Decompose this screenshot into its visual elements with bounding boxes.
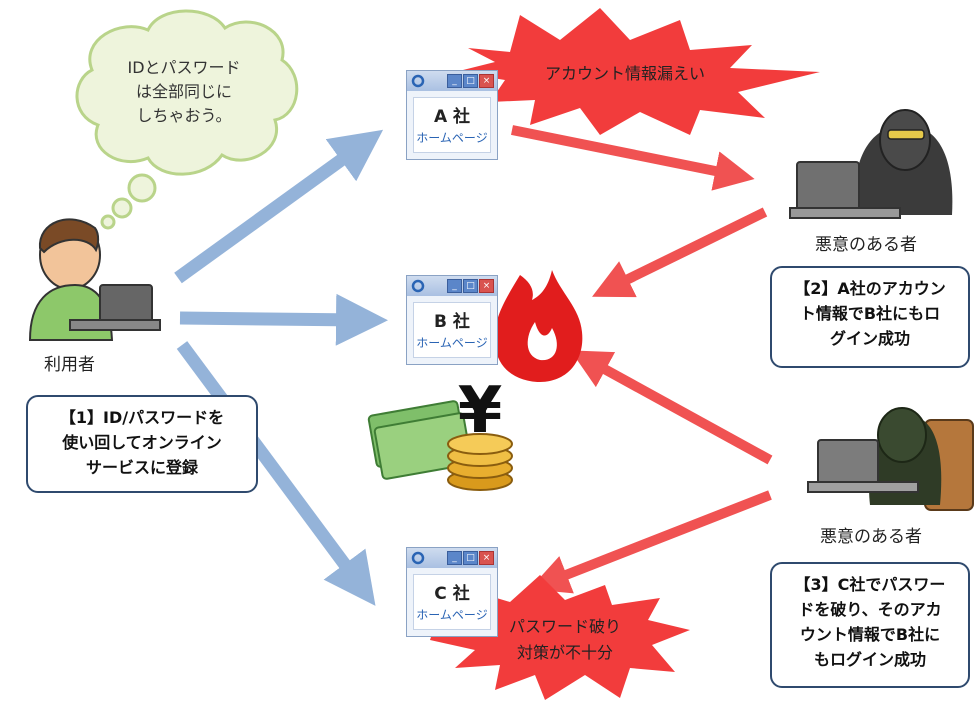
user-laptop-icon bbox=[28, 218, 161, 341]
window-body: B 社 ホームページ bbox=[413, 302, 491, 358]
step1-line-3: サービスに登録 bbox=[85, 458, 198, 477]
explosion-burst-icon bbox=[455, 8, 820, 135]
minimize-icon: _ bbox=[447, 279, 462, 293]
red-arrows bbox=[511, 125, 773, 594]
close-icon: × bbox=[479, 74, 494, 88]
step1-line-2: 使い回してオンライン bbox=[62, 433, 222, 452]
company-b-homepage: ホームページ bbox=[416, 336, 488, 350]
window-body: C 社 ホームページ bbox=[413, 574, 491, 630]
company-a-homepage: ホームページ bbox=[416, 131, 488, 145]
crack-line-2: 対策が不十分 bbox=[516, 643, 613, 662]
title-bar: _ □ × bbox=[407, 71, 497, 91]
company-a-name: A 社 bbox=[433, 107, 471, 127]
minimize-icon: _ bbox=[447, 74, 462, 88]
close-icon: × bbox=[479, 279, 494, 293]
hooded-hacker-icon bbox=[807, 407, 974, 511]
maximize-icon: □ bbox=[463, 279, 478, 293]
company-b-name: B 社 bbox=[434, 312, 470, 332]
step3-line-4: もログイン成功 bbox=[813, 650, 926, 669]
attacker1-label: 悪意のある者 bbox=[815, 235, 917, 255]
crack-line-1: パスワード破り bbox=[508, 617, 621, 636]
maximize-icon: □ bbox=[463, 74, 478, 88]
attacker2-label: 悪意のある者 bbox=[820, 527, 922, 547]
company-a-window[interactable]: _ □ × A 社 ホームページ bbox=[406, 70, 498, 160]
blue-arrows bbox=[174, 129, 388, 606]
company-b-window[interactable]: _ □ × B 社 ホームページ bbox=[406, 275, 498, 365]
step2-line-2: ト情報でB社にもロ bbox=[799, 304, 941, 323]
thought-bubble-text: IDとパスワード は全部同じに しちゃおう。 bbox=[88, 56, 280, 128]
fire-icon bbox=[494, 270, 583, 382]
step2-callout: 【2】A社のアカウン ト情報でB社にもロ グイン成功 bbox=[770, 266, 970, 368]
user-label: 利用者 bbox=[44, 355, 95, 375]
maximize-icon: □ bbox=[463, 551, 478, 565]
step3-line-1: 【3】C社でパスワー bbox=[794, 575, 946, 594]
step2-line-1: 【2】A社のアカウン bbox=[794, 279, 946, 298]
svg-text:¥: ¥ bbox=[458, 374, 503, 448]
step1-callout: 【1】ID/パスワードを 使い回してオンライン サービスに登録 bbox=[26, 395, 258, 493]
title-bar: _ □ × bbox=[407, 276, 497, 296]
browser-icon bbox=[411, 74, 425, 88]
step3-line-2: ドを破り、そのアカ bbox=[798, 600, 942, 619]
thought-line-1: IDとパスワード bbox=[127, 58, 241, 77]
step3-callout: 【3】C社でパスワー ドを破り、そのアカ ウント情報でB社に もログイン成功 bbox=[770, 562, 970, 688]
thought-line-2: は全部同じに bbox=[135, 82, 232, 101]
thought-line-3: しちゃおう。 bbox=[136, 106, 232, 125]
title-bar: _ □ × bbox=[407, 548, 497, 568]
close-icon: × bbox=[479, 551, 494, 565]
browser-icon bbox=[411, 279, 425, 293]
step2-line-3: グイン成功 bbox=[829, 329, 910, 348]
hacker-laptop-icon bbox=[789, 109, 953, 219]
browser-icon bbox=[411, 551, 425, 565]
company-c-name: C 社 bbox=[434, 584, 470, 604]
window-body: A 社 ホームページ bbox=[413, 97, 491, 153]
step3-line-3: ウント情報でB社に bbox=[799, 625, 941, 644]
crack-burst-text: パスワード破り 対策が不十分 bbox=[490, 614, 640, 666]
leak-burst-text: アカウント情報漏えい bbox=[544, 64, 705, 83]
cloud-thought-icon bbox=[75, 9, 299, 230]
step1-line-1: 【1】ID/パスワードを bbox=[59, 408, 225, 427]
minimize-icon: _ bbox=[447, 551, 462, 565]
company-c-window[interactable]: _ □ × C 社 ホームページ bbox=[406, 547, 498, 637]
company-c-homepage: ホームページ bbox=[416, 608, 488, 622]
money-yen-icon: ¥ bbox=[367, 374, 513, 491]
